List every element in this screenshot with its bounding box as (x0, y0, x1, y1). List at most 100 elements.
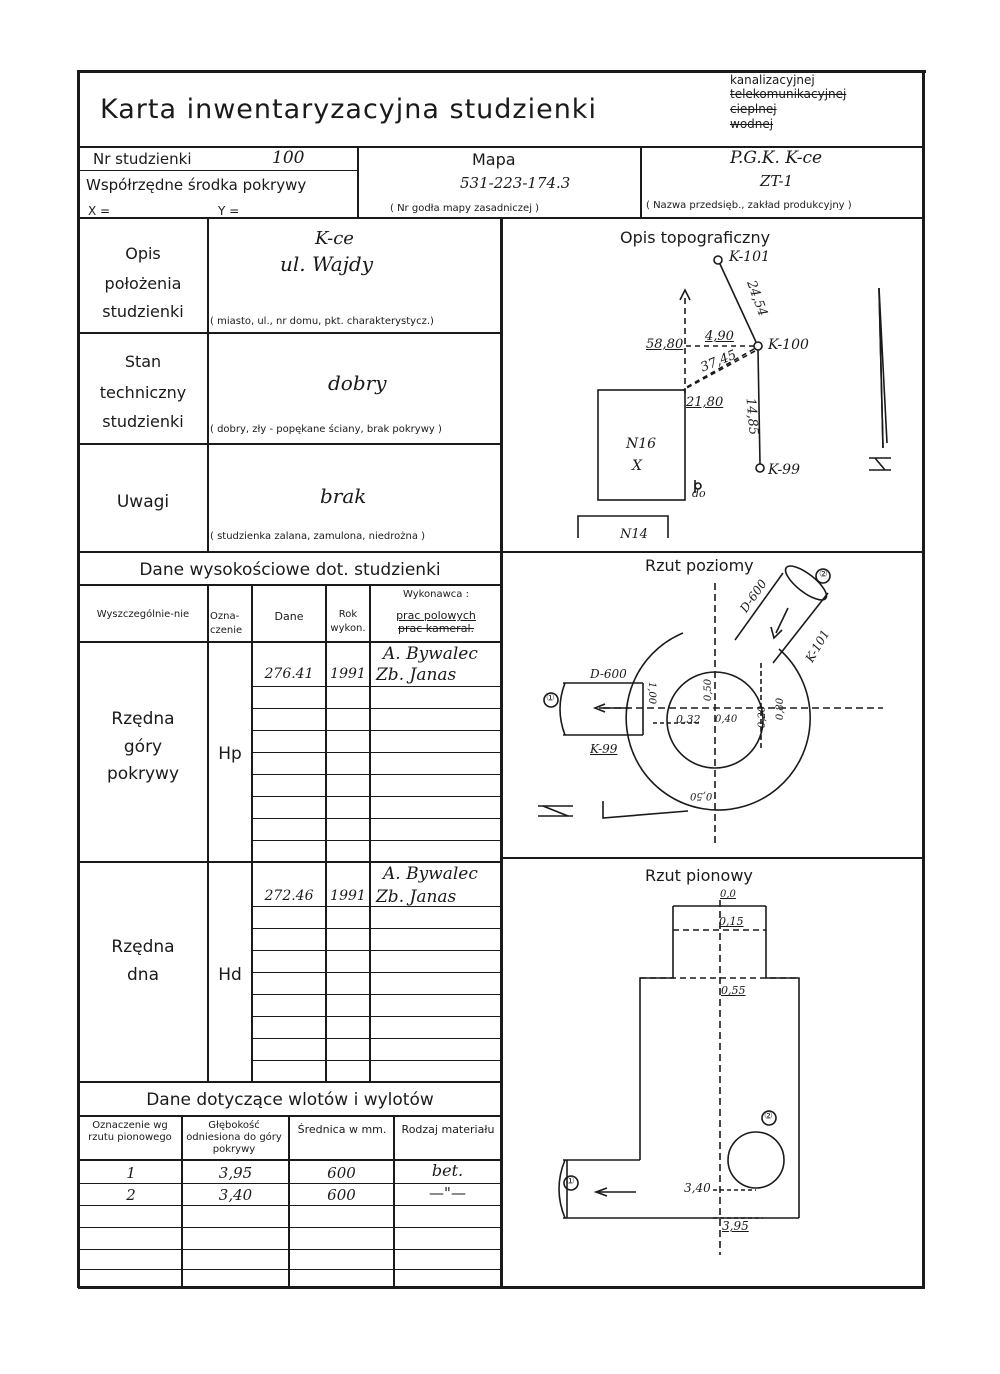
elevation-sketch (558, 900, 800, 1255)
heights-rule (252, 928, 502, 929)
top-symbol: Hp (218, 744, 242, 764)
col-exec-field: prac polowych (396, 609, 476, 622)
condition-label-2: techniczny (99, 383, 187, 402)
inlet-rule (78, 1269, 502, 1270)
network-cieplnej: cieplnej (730, 102, 777, 116)
plan-sketch (538, 565, 883, 845)
x-label: X = (88, 204, 111, 218)
heights-rule (252, 840, 502, 841)
elevation-title: Rzut pionowy (645, 866, 753, 885)
heights-rule (252, 972, 502, 973)
plan-d600-left: D-600 (590, 667, 627, 681)
col-exec-office: prac kameral. (397, 622, 474, 635)
elev-v000: 0,0 (720, 889, 736, 900)
inlet-1-depth: 3,95 (218, 1164, 253, 1182)
top-label-3: pokrywy (106, 764, 180, 784)
plan-k99: K-99 (590, 742, 618, 756)
map-label: Mapa (472, 150, 516, 169)
condition-caption: ( dobry, zły - popękane ściany, brak pok… (210, 424, 442, 435)
location-caption: ( miasto, ul., nr domu, pkt. charakterys… (210, 316, 434, 327)
frame-right (922, 70, 925, 1288)
top-label-1: Rzędna (111, 709, 175, 729)
plan-v050b: 0,50 (690, 790, 713, 801)
inlet-rule (78, 1183, 502, 1184)
inlet-2-mark: 2 (126, 1186, 136, 1204)
inlet-2-depth: 3,40 (218, 1186, 253, 1204)
location-bottom (78, 332, 502, 334)
top-exec1: A. Bywalec (383, 644, 478, 664)
id-divider-2 (640, 146, 642, 218)
bottom-exec1: A. Bywalec (383, 864, 478, 884)
heights-title-bottom (78, 584, 502, 586)
inlet-rule (78, 1205, 502, 1206)
top-value: 276.41 (264, 666, 314, 682)
bottom-year: 1991 (330, 888, 366, 904)
heights-rule (252, 906, 502, 907)
remarks-caption: ( studzienka zalana, zamulona, niedrożna… (210, 531, 426, 542)
condition-label-3: studzienki (102, 412, 184, 431)
inlet-2-material: —"— (429, 1184, 466, 1202)
elev-v395: 3,95 (722, 1219, 749, 1233)
col-data: Dane (274, 610, 304, 623)
inlets-col-1 (181, 1116, 183, 1286)
heights-rule (252, 686, 502, 687)
plan-v020: 0,20 (757, 705, 769, 729)
topo-d5880: 58,80 (646, 337, 684, 352)
heights-rule (252, 796, 502, 797)
col-depth: Głębokość odniesiona do góry pokrywy (186, 1120, 282, 1155)
inlets-header-bottom (78, 1159, 502, 1161)
heights-title: Dane wysokościowe dot. studzienki (139, 560, 441, 580)
coords-label: Współrzędne środka pokrywy (86, 176, 307, 194)
heights-rule (252, 730, 502, 731)
topo-d490: 4,90 (705, 329, 734, 344)
frame-top (78, 70, 926, 73)
company-caption: ( Nazwa przedsięb., zakład produkcyjny ) (646, 200, 852, 211)
map-value: 531-223-174.3 (460, 174, 571, 192)
condition-bottom (78, 443, 502, 445)
heights-rule (252, 994, 502, 995)
heights-col-4 (369, 585, 371, 1082)
inlets-title-bottom (78, 1115, 502, 1117)
inlets-title: Dane dotyczące wlotów i wylotów (146, 1090, 434, 1110)
inlet-1-mark: 1 (126, 1164, 136, 1182)
plan-v050a: 0,50 (703, 678, 715, 702)
topo-building-mark: X (632, 458, 642, 474)
col-year: Rok wykon. (330, 609, 366, 634)
company-line1: P.G.K. K-ce (730, 148, 823, 168)
inlets-col-3 (393, 1116, 395, 1286)
heights-header-bottom (78, 641, 502, 643)
col-exec-title: Wykonawca : (402, 589, 469, 600)
heights-mid-divider (78, 861, 502, 863)
label-col-divider (207, 217, 209, 552)
inlet-1-diam: 600 (327, 1164, 356, 1182)
heights-rule (252, 752, 502, 753)
frame-bottom (78, 1286, 925, 1289)
bottom-label-2: dna (127, 965, 159, 985)
heights-col-2 (251, 585, 253, 1082)
inlets-col-2 (288, 1116, 290, 1286)
inlet-rule (78, 1249, 502, 1250)
heights-rule (252, 950, 502, 951)
topo-do: do (692, 487, 706, 500)
elev-circle2: ② (764, 1111, 773, 1122)
heights-rule (252, 774, 502, 775)
topo-d1485: 14,85 (742, 397, 761, 436)
y-label: Y = (218, 204, 240, 218)
plan-circle2: ② (819, 569, 828, 580)
topo-building2: N14 (620, 527, 648, 542)
heights-rule (252, 818, 502, 819)
plan-v080: 0,80 (775, 697, 787, 721)
location-label-1: Opis (125, 244, 161, 263)
col-item: Wyszczególnie-nie (96, 609, 190, 620)
top-exec2: Zb. Janas (376, 665, 457, 685)
page-title: Karta inwentaryzacyjna studzienki (100, 94, 597, 125)
plan-circle1: ① (546, 693, 555, 704)
col-diam: Średnica w mm. (297, 1123, 387, 1136)
frame-left (77, 70, 80, 1288)
inlet-2-diam: 600 (327, 1186, 356, 1204)
elev-v015: 0,15 (719, 915, 744, 928)
heights-col-1 (207, 585, 209, 1082)
topo-building: N16 (626, 436, 657, 452)
heights-rule (252, 708, 502, 709)
bottom-value: 272.46 (264, 888, 314, 904)
